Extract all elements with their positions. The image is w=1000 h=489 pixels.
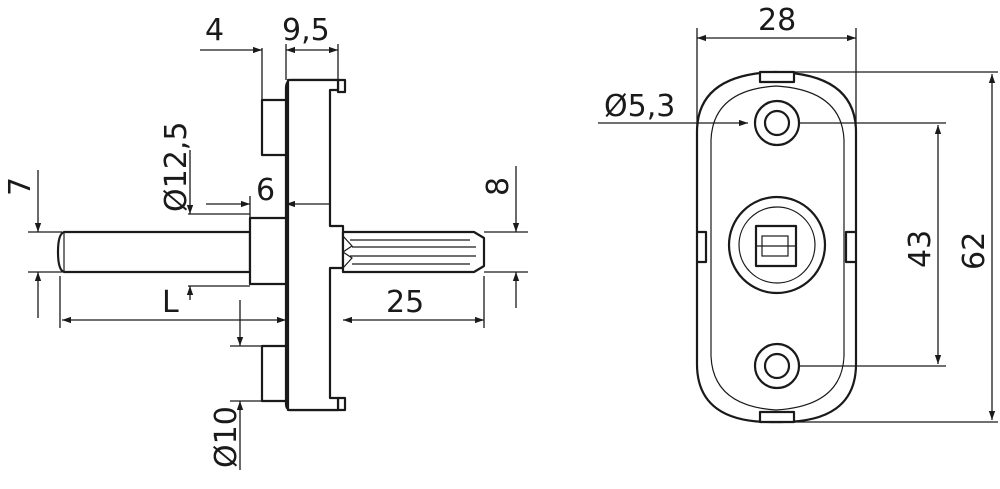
dim-9-5-label: 9,5 (282, 13, 330, 48)
dim-43-label: 43 (903, 230, 938, 268)
right-splined-shaft (341, 230, 486, 274)
lower-pin-outer (260, 344, 289, 403)
dim-dia-10-label: Ø10 (209, 406, 244, 468)
left-shaft (56, 230, 252, 274)
hub-collar (248, 216, 288, 286)
dim-62-label: 62 (957, 232, 992, 270)
base-plate-body (286, 78, 345, 412)
dim-L-label: L (162, 285, 179, 320)
upper-pin-outer (260, 98, 289, 157)
dim-dia-5-3-label: Ø5,3 (604, 89, 675, 124)
dim-25-label: 25 (386, 285, 424, 320)
dim-dia-12-5-label: Ø12,5 (159, 122, 194, 212)
front-view: 28 Ø5,3 43 62 (598, 3, 998, 424)
side-view: 4 9,5 Ø12,5 6 7 8 L 25 (3, 13, 528, 470)
dim-6-label: 6 (256, 173, 275, 208)
dim-8-label: 8 (481, 177, 516, 196)
dim-4-label: 4 (205, 13, 224, 48)
dim-7-label: 7 (3, 177, 38, 196)
dim-28-label: 28 (758, 3, 796, 38)
